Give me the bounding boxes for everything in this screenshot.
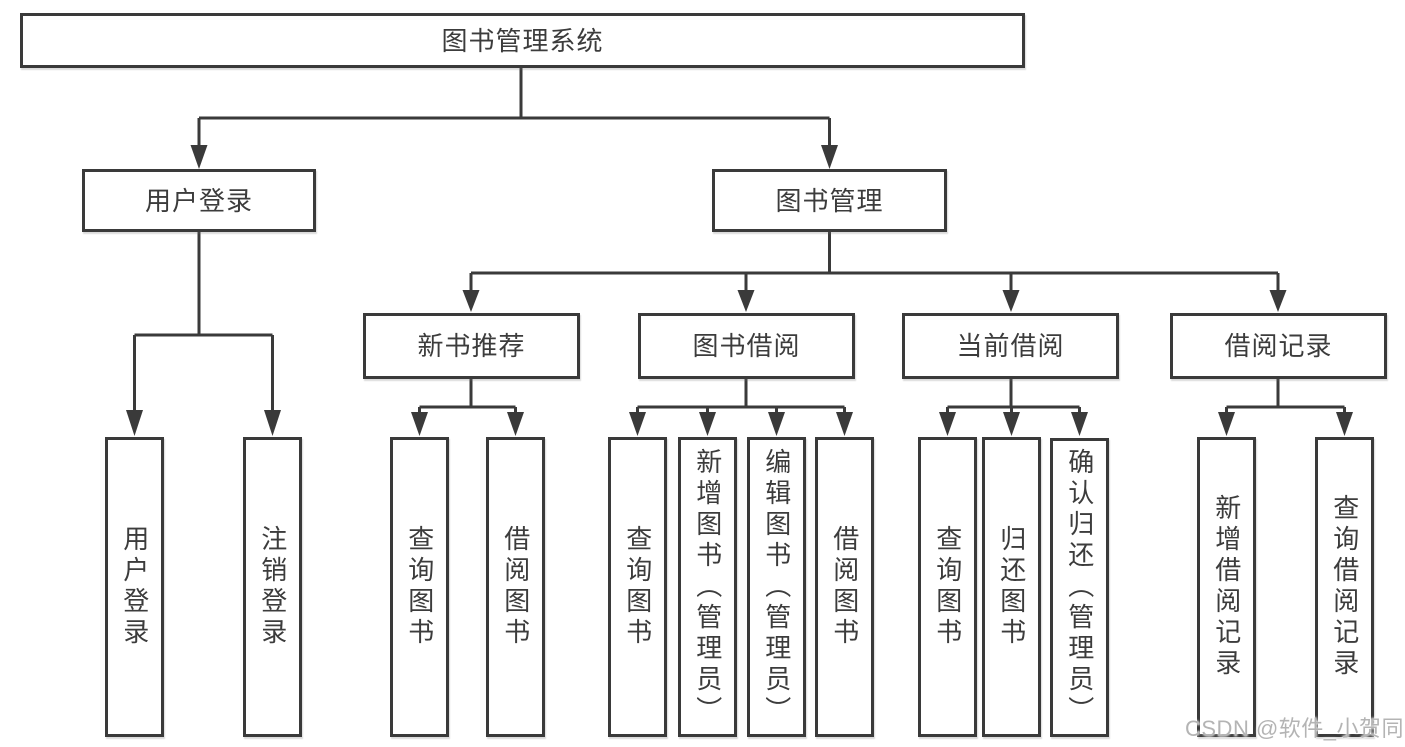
- node-label: 查询图书: [404, 525, 435, 649]
- node-label: 新书推荐: [417, 331, 526, 361]
- node-current-borrow: 当前借阅: [902, 313, 1119, 379]
- node-new-book-recommend: 新书推荐: [363, 313, 580, 379]
- connector-new-book-recommend-to-leaves: [411, 379, 524, 436]
- connector-borrow-records-to-leaves: [1218, 379, 1353, 436]
- leaf-query-books-current: 查询图书: [918, 437, 977, 737]
- node-label: 查询图书: [622, 525, 653, 649]
- leaf-logout: 注销登录: [243, 437, 302, 737]
- connector-root-to-level2: [190, 68, 838, 169]
- leaf-query-borrow-record: 查询借阅记录: [1315, 437, 1374, 737]
- leaf-edit-book-admin: 编辑图书（管理员）: [747, 437, 806, 737]
- leaf-borrow-books: 借阅图书: [815, 437, 874, 737]
- node-label: 归还图书: [996, 525, 1027, 649]
- node-book-borrow: 图书借阅: [638, 313, 855, 379]
- node-label: 新增图书（管理员）: [692, 447, 723, 727]
- node-label: 借阅图书: [829, 525, 860, 649]
- node-label: 查询图书: [932, 525, 963, 649]
- leaf-query-books-recommend: 查询图书: [390, 437, 449, 737]
- connector-user-login-to-leaves: [126, 232, 281, 436]
- node-label: 编辑图书（管理员）: [761, 447, 792, 727]
- node-label: 用户登录: [144, 185, 253, 216]
- node-user-login: 用户登录: [82, 169, 316, 232]
- node-label: 确认归还（管理员）: [1064, 448, 1095, 727]
- node-label: 图书管理: [775, 185, 884, 216]
- node-label: 图书借阅: [692, 331, 801, 361]
- leaf-add-borrow-record: 新增借阅记录: [1197, 437, 1256, 737]
- leaf-add-book-admin: 新增图书（管理员）: [678, 437, 737, 737]
- leaf-user-login: 用户登录: [105, 437, 164, 737]
- leaf-return-book: 归还图书: [982, 437, 1041, 737]
- node-borrow-records: 借阅记录: [1170, 313, 1387, 379]
- node-label: 图书管理系统: [441, 25, 604, 56]
- node-label: 新增借阅记录: [1211, 494, 1242, 680]
- leaf-borrow-books-recommend: 借阅图书: [486, 437, 545, 737]
- leaf-confirm-return-admin: 确认归还（管理员）: [1050, 438, 1109, 737]
- node-label: 注销登录: [257, 525, 288, 649]
- csdn-watermark: CSDN @软件_小贺同学: [1185, 716, 1405, 741]
- node-label: 用户登录: [119, 525, 150, 649]
- node-label: 查询借阅记录: [1329, 494, 1360, 680]
- connector-book-management-to-level3: [462, 232, 1287, 312]
- node-label: 借阅记录: [1224, 331, 1333, 361]
- connector-book-borrow-to-leaves: [629, 379, 853, 436]
- node-label: 当前借阅: [956, 331, 1065, 361]
- node-library-system: 图书管理系统: [20, 13, 1025, 68]
- leaf-query-books-borrow: 查询图书: [608, 437, 667, 737]
- node-label: 借阅图书: [500, 525, 531, 649]
- node-book-management: 图书管理: [712, 169, 947, 232]
- connector-current-borrow-to-leaves: [939, 379, 1088, 436]
